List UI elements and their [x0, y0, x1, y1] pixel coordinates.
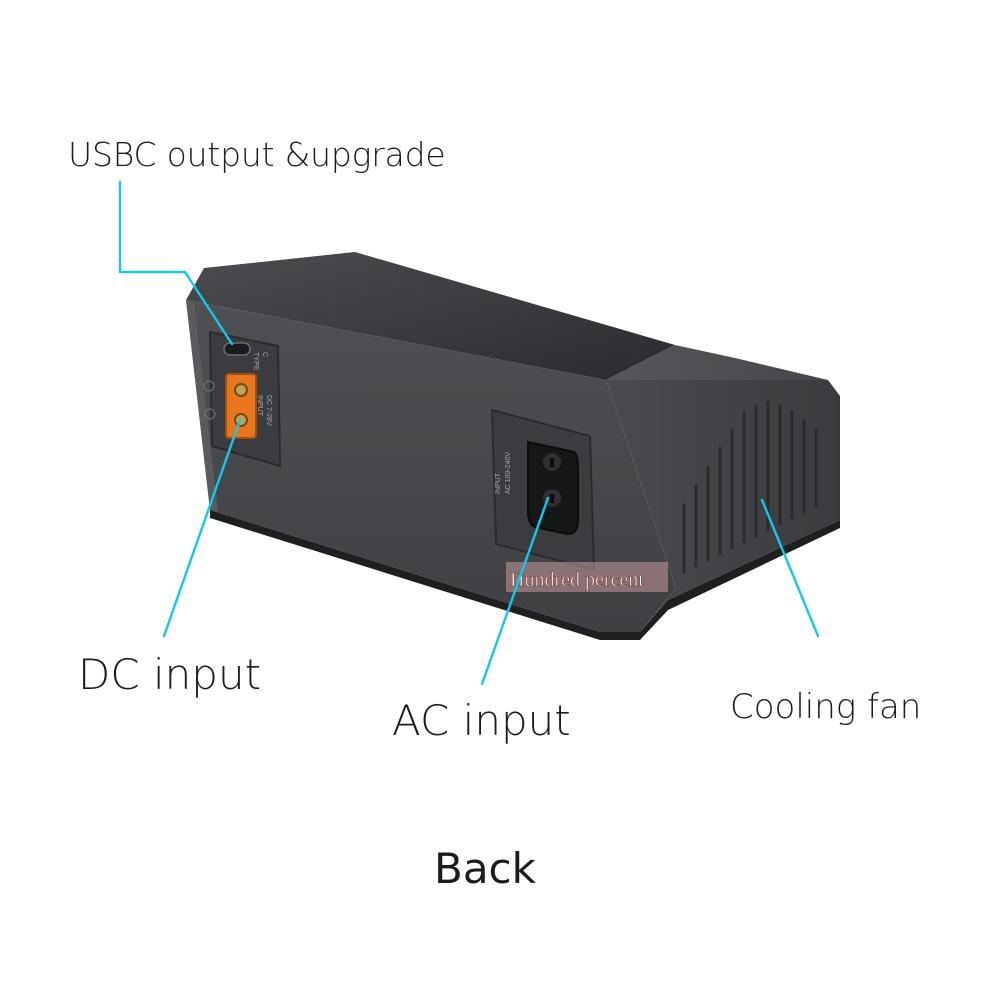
cooling-fan-callout-label: Cooling fan [730, 687, 922, 727]
callout-line-usbc [118, 180, 234, 346]
callout-lines [118, 180, 820, 686]
usb-c-port-icon [223, 342, 251, 356]
bottom-edge [210, 510, 840, 640]
xt60-connector-icon [225, 373, 257, 439]
left-edge [186, 300, 218, 512]
iec-c8-socket-icon [527, 440, 579, 536]
right-top-face [606, 345, 828, 380]
top-panel [186, 252, 675, 380]
ac-input-callout-label: AC input [392, 696, 571, 745]
dc-input-callout-label: DC input [78, 650, 262, 699]
svg-text:Hundred percent: Hundred percent [510, 569, 644, 591]
callout-line-dc [162, 418, 242, 638]
callout-line-fan [760, 498, 820, 638]
watermark: Hundred percent [506, 562, 668, 592]
polarity-plus-icon [203, 380, 215, 392]
cooling-vent-icon [682, 400, 818, 574]
usbc-callout-label: USBC output &upgrade [68, 135, 446, 174]
view-caption: Back [434, 844, 536, 893]
callout-line-ac [480, 496, 550, 686]
polarity-minus-icon [204, 408, 216, 420]
